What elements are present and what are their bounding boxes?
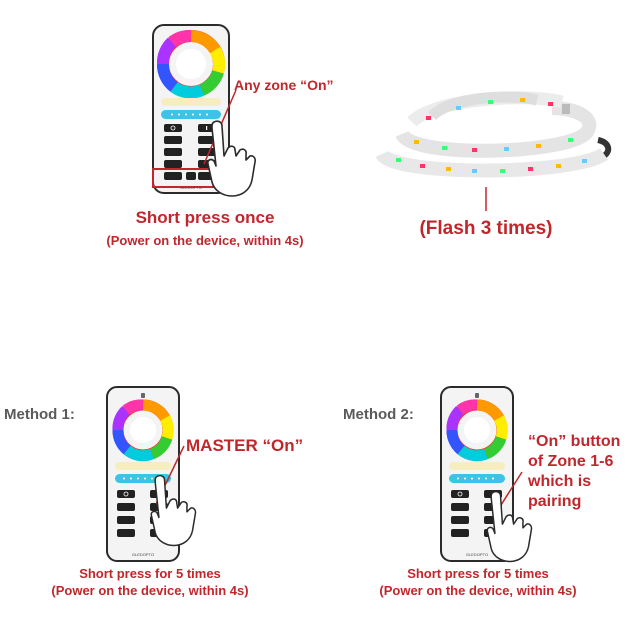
method2-callout-line-2: of Zone 1-6 bbox=[528, 452, 620, 472]
method2-callout-line-4: pairing bbox=[528, 492, 620, 512]
method2-callout-line-1: “On” button bbox=[528, 432, 620, 452]
method2-callout: “On” button of Zone 1-6 which is pairing bbox=[528, 432, 620, 512]
method2-note: (Power on the device, within 4s) bbox=[348, 583, 608, 598]
method1-action: Short press for 5 times bbox=[30, 566, 270, 581]
svg-text:GLEDOPTO: GLEDOPTO bbox=[132, 552, 154, 557]
led-strip-icon bbox=[372, 84, 612, 184]
method2-action: Short press for 5 times bbox=[358, 566, 598, 581]
method1-label: Method 1: bbox=[4, 406, 75, 423]
strip-result: (Flash 3 times) bbox=[386, 218, 586, 240]
hand-pointer-icon bbox=[200, 118, 260, 198]
callout-any-zone: Any zone “On” bbox=[234, 77, 334, 93]
hand-pointer-icon bbox=[144, 472, 200, 548]
method2-callout-line-3: which is bbox=[528, 472, 620, 492]
method1-callout: MASTER “On” bbox=[186, 436, 303, 456]
step1-action: Short press once bbox=[80, 208, 330, 228]
method2-label: Method 2: bbox=[343, 406, 414, 423]
strip-pointer-line bbox=[484, 187, 488, 213]
step1-note: (Power on the device, within 4s) bbox=[60, 233, 350, 248]
method1-note: (Power on the device, within 4s) bbox=[20, 583, 280, 598]
